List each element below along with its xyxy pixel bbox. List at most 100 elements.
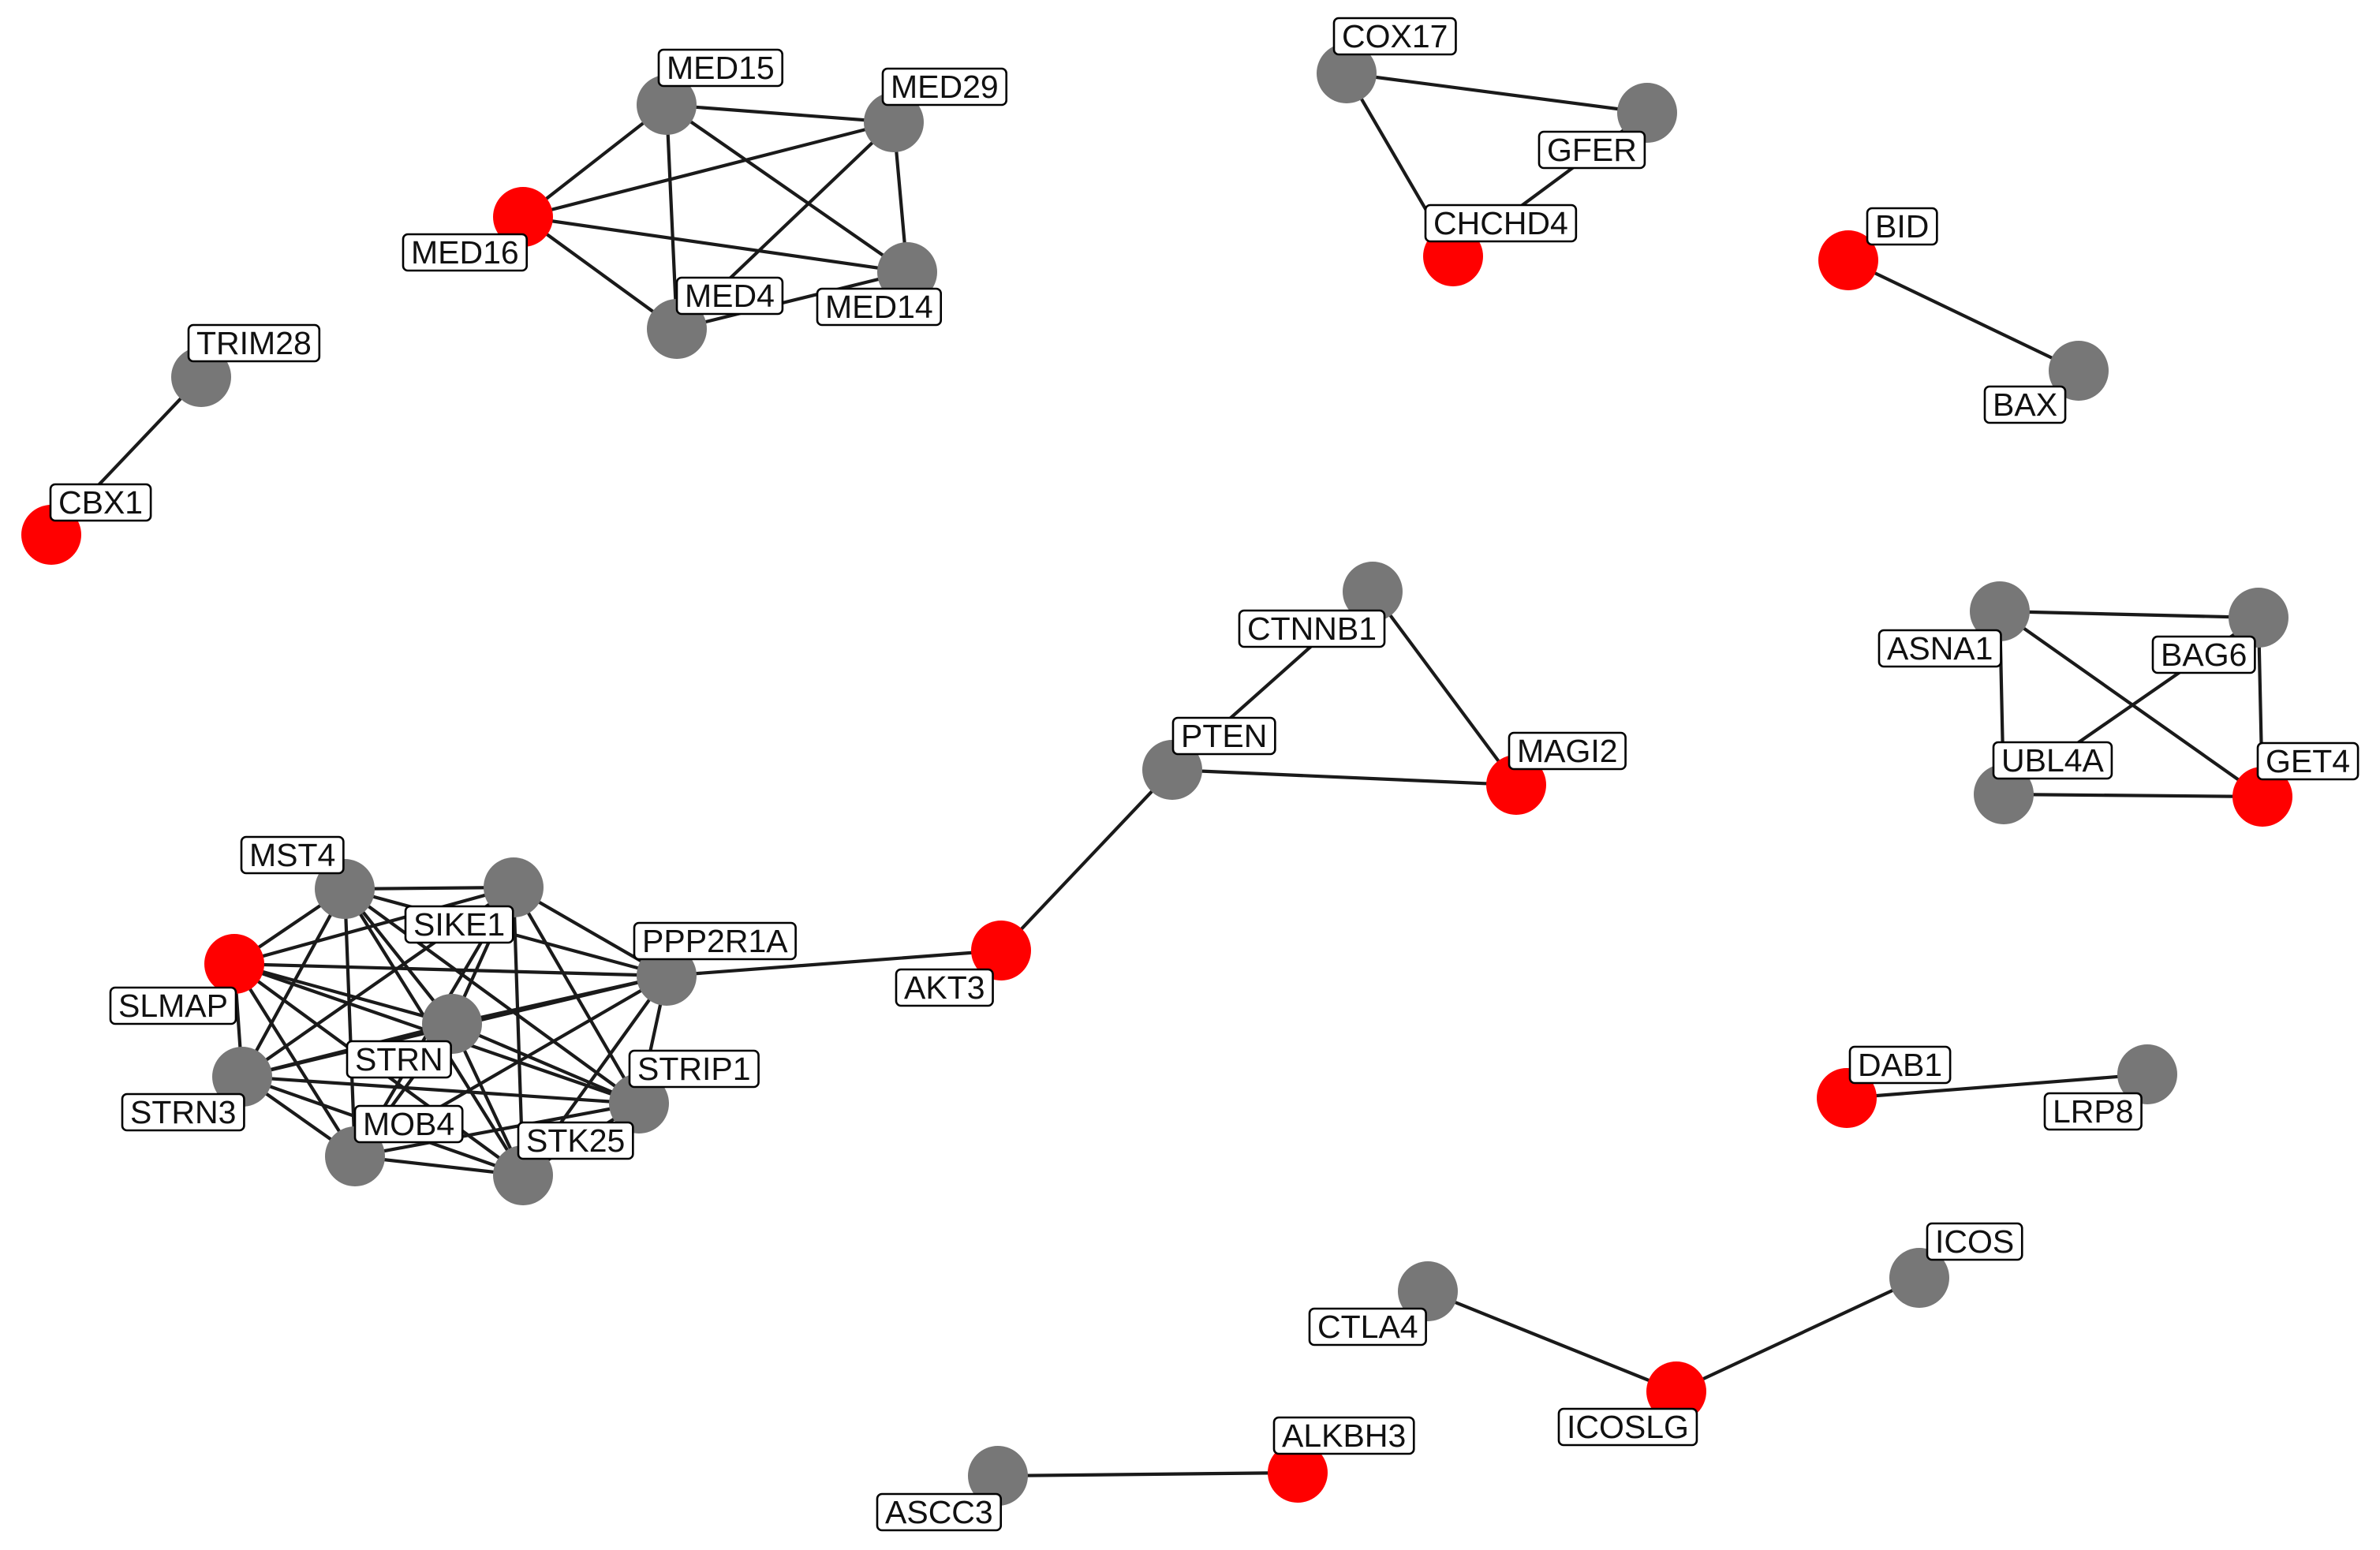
edge-strip1-mob4 [353, 1101, 641, 1159]
node-bax[interactable] [2049, 341, 2109, 401]
node-icos[interactable] [1889, 1248, 1949, 1308]
node-label-box [2151, 635, 2256, 674]
node-label-text: DAB1 [1858, 1047, 1942, 1083]
node-label-box [1877, 629, 2002, 668]
node-label-cox17: COX17 [1332, 17, 1457, 56]
node-label-text: BID [1875, 208, 1929, 245]
node-label-text: ALKBH3 [1282, 1417, 1406, 1454]
node-label-asna1: ASNA1 [1877, 629, 2002, 668]
node-strn[interactable] [422, 994, 482, 1054]
edge-cox17-gfer [1344, 71, 1650, 115]
node-label-med15: MED15 [657, 48, 784, 88]
node-label-box [876, 1492, 1003, 1532]
edge-med16-med14 [521, 215, 910, 275]
node-bag6[interactable] [2229, 588, 2288, 648]
node-label-box [1992, 741, 2113, 780]
node-label-bag6: BAG6 [2151, 635, 2256, 674]
node-label-alkbh3: ALKBH3 [1272, 1416, 1415, 1455]
node-asna1[interactable] [1970, 581, 2030, 641]
node-lrp8[interactable] [2117, 1044, 2177, 1104]
edge-mst4-strip1 [342, 887, 641, 1106]
edge-ubl4a-get4 [2001, 792, 2265, 799]
node-label-text: SLMAP [118, 988, 228, 1024]
node-label-ctla4: CTLA4 [1308, 1307, 1427, 1346]
node-label-text: STK25 [526, 1122, 625, 1159]
node-label-box [1866, 207, 1938, 246]
edge-strn3-strip1 [240, 1074, 641, 1106]
node-label-mst4: MST4 [240, 835, 345, 875]
edge-med4-med14 [674, 270, 910, 331]
node-label-text: UBL4A [2001, 742, 2105, 779]
node-label-box [895, 968, 994, 1007]
edge-ascc3-alkbh3 [996, 1470, 1300, 1478]
node-label-med16: MED16 [402, 233, 529, 272]
edge-med16-med4 [521, 215, 679, 331]
node-ascc3[interactable] [968, 1446, 1028, 1506]
node-stk25[interactable] [493, 1145, 553, 1205]
node-label-strn3: STRN3 [121, 1092, 245, 1132]
node-akt3[interactable] [971, 921, 1031, 980]
node-label-text: MST4 [249, 837, 335, 873]
node-icoslg[interactable] [1646, 1361, 1706, 1421]
node-label-box [240, 835, 345, 875]
node-label-text: CBX1 [58, 484, 143, 521]
node-ctla4[interactable] [1398, 1261, 1458, 1321]
edge-slmap-ppp2r1a [232, 962, 669, 978]
node-label-gfer: GFER [1537, 130, 1646, 170]
node-label-box [353, 1104, 464, 1144]
node-label-box [517, 1121, 634, 1160]
node-label-text: CTNNB1 [1247, 611, 1377, 647]
node-label-cbx1: CBX1 [49, 483, 152, 522]
node-label-dab1: DAB1 [1848, 1045, 1952, 1085]
node-cox17[interactable] [1317, 43, 1377, 103]
node-label-box [1238, 609, 1386, 648]
node-label-text: ICOS [1935, 1223, 2014, 1260]
node-label-text: GFER [1547, 132, 1637, 168]
node-label-text: MED16 [411, 234, 519, 271]
node-sike1[interactable] [484, 857, 544, 917]
node-label-text: COX17 [1342, 18, 1448, 54]
node-label-lrp8: LRP8 [2043, 1092, 2143, 1131]
edge-ctnnb1-magi2 [1370, 589, 1519, 787]
node-bid[interactable] [1818, 230, 1878, 290]
node-label-box [1332, 17, 1457, 56]
node-med16[interactable] [493, 187, 553, 247]
node-label-text: GET4 [2266, 743, 2350, 779]
node-label-text: SIKE1 [413, 906, 505, 943]
edge-med16-med15 [521, 103, 669, 219]
node-label-box [2256, 741, 2359, 781]
edge-slmap-mob4 [232, 962, 357, 1159]
node-label-box [675, 276, 784, 316]
node-label-ctnnb1: CTNNB1 [1238, 609, 1386, 648]
node-label-med14: MED14 [816, 287, 943, 327]
node-label-box [2043, 1092, 2143, 1131]
node-med29[interactable] [864, 92, 924, 152]
edge-icos-icoslg [1674, 1275, 1922, 1394]
node-strn3[interactable] [212, 1047, 272, 1107]
node-label-med4: MED4 [675, 276, 784, 316]
edge-med15-med29 [664, 103, 896, 125]
node-label-box [881, 67, 1008, 106]
edge-med15-med14 [664, 103, 910, 275]
node-label-box [1983, 385, 2067, 424]
node-get4[interactable] [2232, 767, 2292, 827]
node-label-icoslg: ICOSLG [1557, 1407, 1698, 1447]
edge-mst4-strn3 [240, 887, 347, 1079]
node-med15[interactable] [637, 75, 697, 135]
node-label-box [404, 905, 514, 944]
node-med14[interactable] [877, 242, 937, 302]
node-label-text: MED14 [825, 289, 933, 325]
edge-med16-med29 [521, 120, 896, 219]
node-label-ppp2r1a: PPP2R1A [633, 921, 797, 961]
node-label-text: PTEN [1181, 718, 1267, 754]
node-label-bax: BAX [1983, 385, 2067, 424]
node-alkbh3[interactable] [1268, 1443, 1328, 1503]
node-strip1[interactable] [609, 1074, 669, 1134]
node-ppp2r1a[interactable] [637, 946, 697, 1006]
node-label-text: MAGI2 [1517, 733, 1618, 769]
edge-strn-strip1 [450, 1022, 641, 1106]
node-gfer[interactable] [1617, 83, 1677, 143]
node-ctnnb1[interactable] [1343, 562, 1403, 622]
node-slmap[interactable] [204, 934, 264, 994]
node-label-box [49, 483, 152, 522]
